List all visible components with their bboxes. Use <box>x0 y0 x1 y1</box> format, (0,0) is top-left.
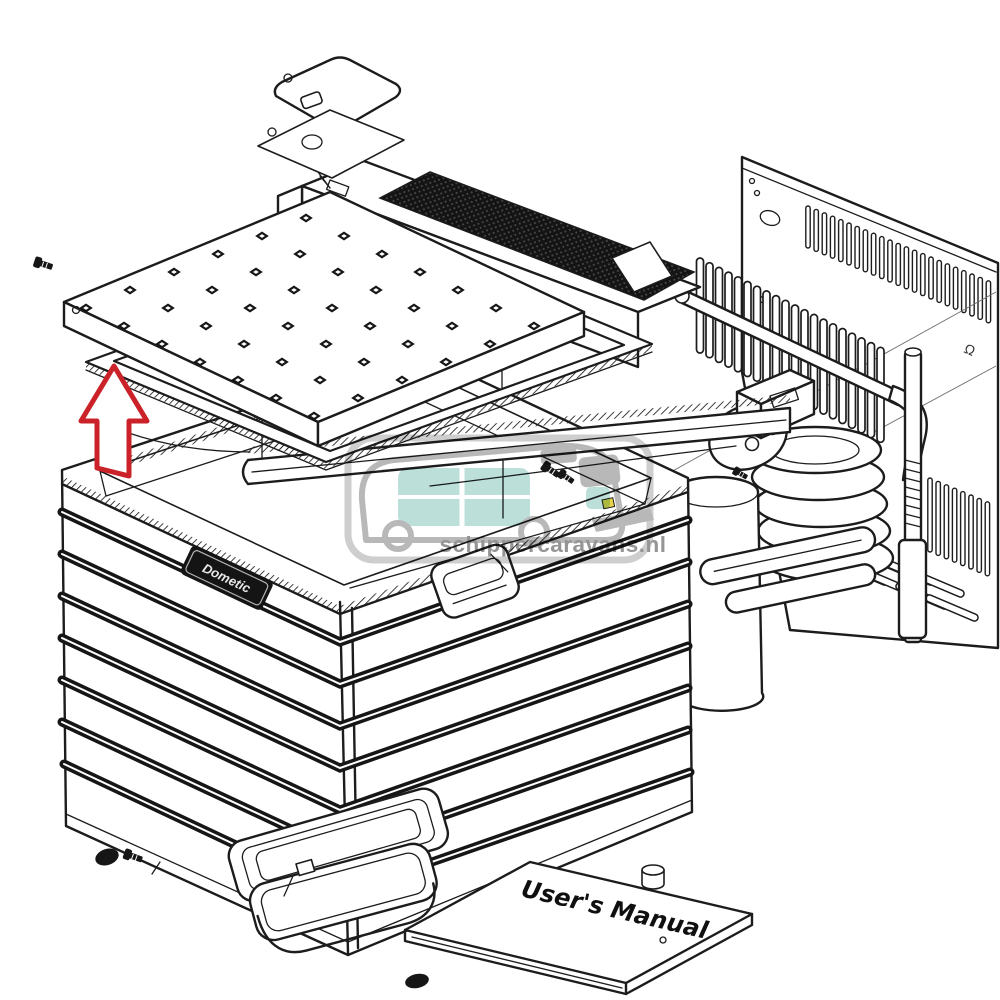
tray-clip <box>283 858 316 897</box>
drip-tray <box>248 842 438 954</box>
caravan-front-window <box>586 487 610 509</box>
boiler-tank <box>672 475 765 712</box>
tick-mark <box>151 861 161 875</box>
flue-tube <box>897 347 928 644</box>
control-cutout <box>611 241 673 293</box>
caravan-wheel <box>518 516 550 548</box>
screw <box>32 255 55 273</box>
user-manual: User's Manual <box>403 860 754 996</box>
vent-mesh <box>378 171 696 301</box>
flue-ribbed-section <box>904 459 922 528</box>
watermark: schippercaravans.nl <box>344 434 666 564</box>
perforated-top-lid <box>62 190 586 453</box>
lid-gasket <box>257 109 405 189</box>
caravan-logo <box>358 442 654 552</box>
rim-seal-hatch <box>62 476 340 613</box>
watermark-frame <box>344 434 654 564</box>
rubber-foot <box>95 848 119 866</box>
red-up-arrow <box>78 363 150 479</box>
bottom-pipes <box>699 526 877 614</box>
foot-cap <box>641 864 665 890</box>
watermark-text: schippercaravans.nl <box>439 532 666 557</box>
frame-seal-hatch <box>86 362 326 469</box>
rubber-foot <box>405 973 429 989</box>
flue-sleeve <box>897 538 928 640</box>
caravan-wheel <box>382 520 414 552</box>
cooler-box: Dometic <box>57 333 695 957</box>
